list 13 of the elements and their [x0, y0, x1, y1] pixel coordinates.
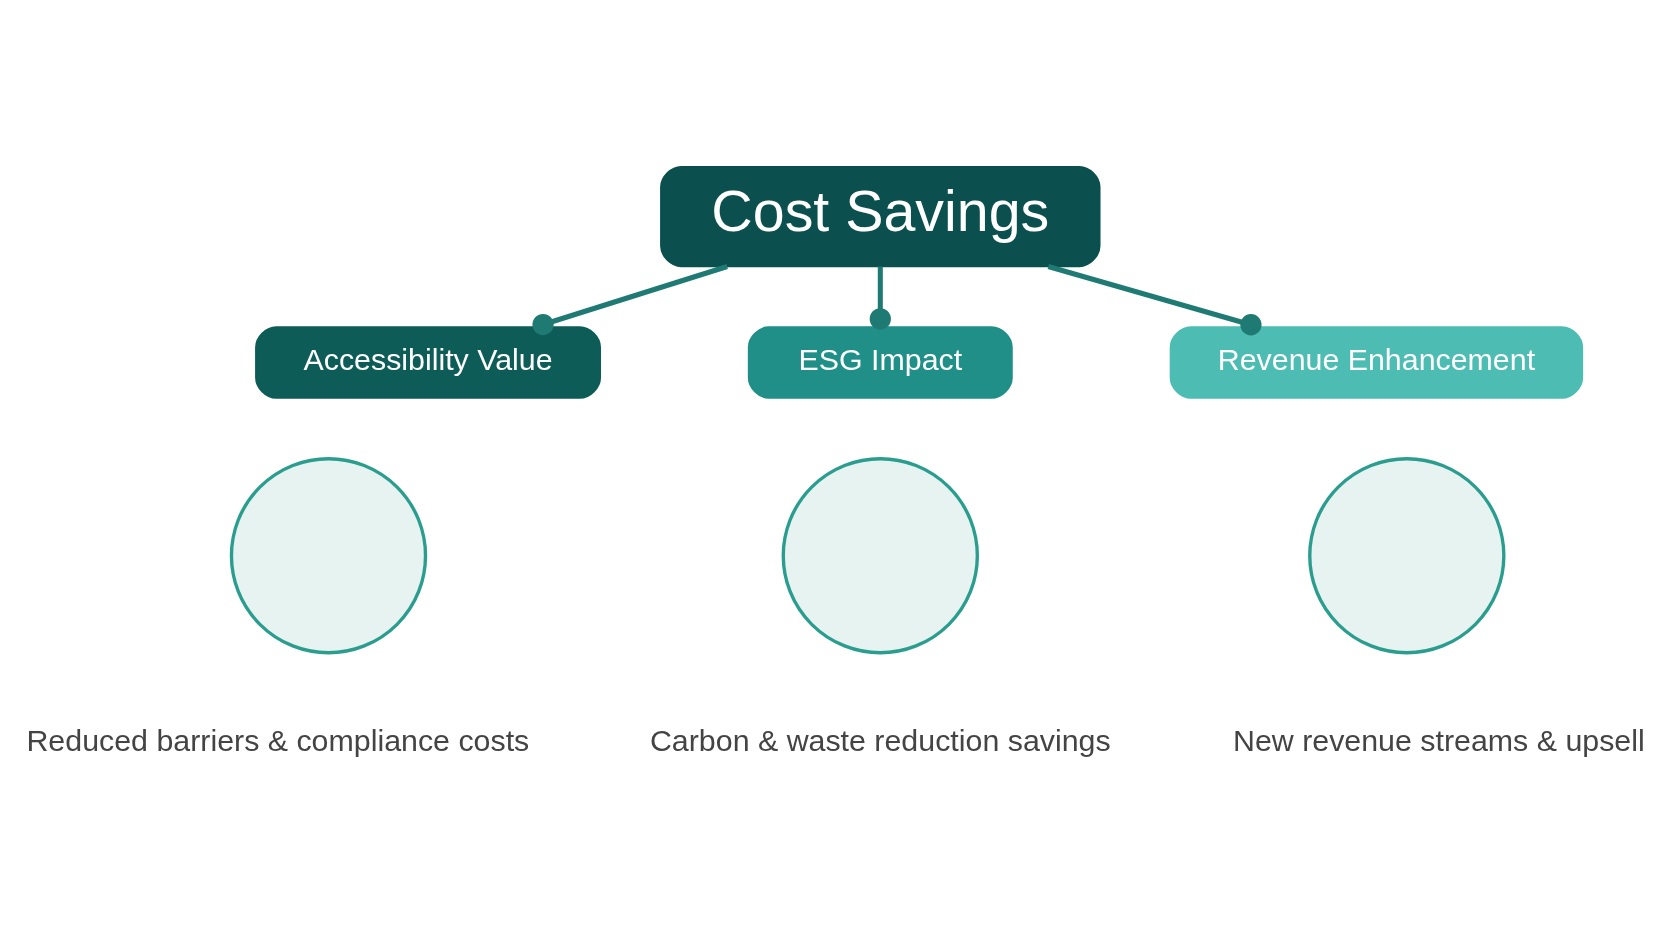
- label: Carbon & waste reduction savings: [649, 724, 1111, 758]
- label: New revenue streams & upsell: [1232, 724, 1645, 758]
- node-box: ESG Impact: [747, 326, 1013, 399]
- label: Reduced barriers & compliance costs: [26, 724, 530, 758]
- node-box: Revenue Enhancement: [1169, 326, 1584, 399]
- connector: [1047, 264, 1262, 336]
- connector: [532, 264, 728, 336]
- node-circle: [1308, 457, 1506, 655]
- node-circle: [229, 457, 428, 655]
- connector: [869, 266, 891, 330]
- node-circle: [781, 457, 980, 655]
- node-box: Cost Savings: [660, 165, 1101, 268]
- node-box: Accessibility Value: [255, 326, 601, 399]
